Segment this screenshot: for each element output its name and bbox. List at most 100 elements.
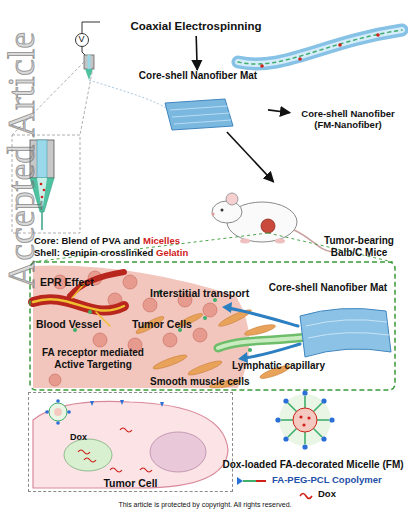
- node-label: Core-shell Nanofiber Mat: [262, 282, 394, 294]
- micelle-drawing: [288, 429, 297, 438]
- part-label: Tumor Cells: [132, 318, 192, 330]
- tumor-tissue: [123, 275, 137, 289]
- micelle-drawing: [302, 444, 307, 449]
- transport-arrows: [244, 344, 300, 358]
- part-label: EPR Effect: [40, 276, 94, 288]
- shell-note-highlight: Gelatin: [156, 248, 188, 259]
- implanted-mat: [306, 320, 389, 338]
- tumor-tissue: [93, 333, 107, 347]
- zoom-lines: [80, 62, 94, 135]
- node-label: Core-shell Nanofiber Mat: [128, 70, 268, 82]
- tumor-cell-drawing: [54, 408, 62, 416]
- tumor-cell-drawing: [33, 401, 228, 488]
- implanted-mat: [300, 308, 391, 357]
- node-text-group: Core-shell Nanofiber Mat: [262, 282, 394, 294]
- tumor-tissue: [33, 266, 250, 388]
- micelle-drawing: [283, 436, 288, 441]
- nanofiber-tube: [338, 43, 342, 47]
- part-label: Lymphatic capillary: [232, 360, 325, 372]
- sample-fa: [237, 477, 243, 485]
- micelle-drawing: [275, 417, 280, 422]
- tumor-cell-drawing: [64, 439, 112, 471]
- voltage-source: [82, 47, 86, 57]
- mouse: [226, 193, 238, 205]
- node-label: Coaxial Electrospinning: [118, 20, 274, 33]
- micelle-drawing: [299, 415, 302, 418]
- voltage-source: [76, 34, 89, 47]
- mouse: [275, 239, 285, 244]
- flow-arrow: [196, 36, 197, 70]
- transport-arrows: [228, 308, 298, 326]
- voltage-symbol: V: [79, 34, 85, 44]
- tumor-cell-drawing: [56, 399, 60, 403]
- legend-text: Dox: [318, 489, 336, 500]
- mouse: [212, 201, 242, 223]
- micelle-drawing: [314, 429, 323, 438]
- spinneret-small: [89, 80, 166, 108]
- part-label: Interstitial transport: [150, 287, 249, 299]
- copyright-note: This article is protected by copyright. …: [70, 501, 340, 509]
- node-text-group: Tumor-bearing Balb/C Mice: [313, 235, 405, 258]
- micelle-drawing: [275, 390, 334, 449]
- tumor-tissue: [193, 328, 207, 342]
- transport-arrows: [222, 302, 300, 363]
- node-label: Tumor-bearing Balb/C Mice: [313, 235, 405, 258]
- nanofiber-tube: [238, 30, 402, 64]
- voltage-source: [76, 22, 101, 56]
- flow-arrow: [268, 110, 290, 113]
- part-label: FA receptor mediated Active Targeting: [34, 347, 152, 370]
- micelle-drawing: [307, 416, 310, 419]
- process-title-box: Coaxial Electrospinning: [118, 18, 274, 36]
- implanted-mat: [300, 308, 391, 357]
- tumor-cell-drawing: [110, 428, 152, 472]
- micelle-drawing: [281, 419, 293, 421]
- tumor-cell-drawing: [56, 421, 60, 425]
- tumor-cell-drawing: [45, 410, 49, 414]
- tumor-cell-drawing: [160, 402, 164, 407]
- nanofiber-mat: [170, 106, 231, 124]
- micelle-drawing: [293, 408, 317, 432]
- nanofiber-tube: [376, 33, 380, 37]
- smooth-muscle: [152, 353, 188, 372]
- node-label: Core-shell Nanofiber (FM-Nanofiber): [290, 109, 406, 131]
- blood-vessel: [33, 299, 124, 310]
- node-text-group: Dox-loaded FA-decorated Micelle (FM): [222, 459, 404, 471]
- tumor-cell-drawing: [49, 403, 67, 421]
- sample-dox: [300, 494, 312, 499]
- tumor-cell-drawing: [90, 401, 94, 406]
- blood-vessel: [33, 272, 124, 326]
- part-label: Dox: [70, 432, 87, 442]
- tumor-cell-drawing: [120, 400, 124, 405]
- flow-arrow: [227, 132, 274, 182]
- tumor-cell-drawing: [78, 450, 96, 462]
- spinneret-small: [84, 55, 166, 108]
- legend-sample: [236, 475, 268, 487]
- node-text-group: Tumor Cell: [29, 477, 232, 489]
- zoom-lines: [32, 233, 268, 262]
- voltage-source: [82, 22, 100, 34]
- shell-note: Shell: Genipin crosslinked: [34, 248, 153, 259]
- core-note: Core: Blend of PVA and: [34, 236, 140, 247]
- spinneret-zoom: [43, 189, 46, 192]
- legend-text: FA-PEG-PCL Copolymer: [272, 475, 382, 486]
- micelle-drawing: [302, 390, 307, 395]
- node-text-group: Core-shell Nanofiber Mat: [128, 70, 268, 82]
- micelle-drawing: [321, 398, 326, 403]
- tumor-cell-drawing: [67, 410, 71, 414]
- micelle-drawing: [275, 390, 334, 449]
- node-text-group: Coaxial Electrospinning: [118, 20, 274, 33]
- micelle-dots: [203, 316, 207, 320]
- nanofiber-mat: [165, 99, 233, 130]
- watermark: Accepted Article: [0, 32, 44, 288]
- tumor-tissue: [203, 303, 217, 317]
- nanofiber-tube: [260, 64, 264, 68]
- mouse: [221, 209, 224, 212]
- green-dashed-frame: [30, 262, 395, 390]
- mouse-box: Tumor-bearing Balb/C Mice: [215, 182, 405, 260]
- tumor-tissue: [163, 333, 177, 347]
- node-label: Tumor Cell: [29, 477, 232, 489]
- tumor-tissue: [33, 266, 250, 388]
- tumor-cell-drawing: [150, 432, 206, 472]
- micelle-drawing: [304, 396, 306, 408]
